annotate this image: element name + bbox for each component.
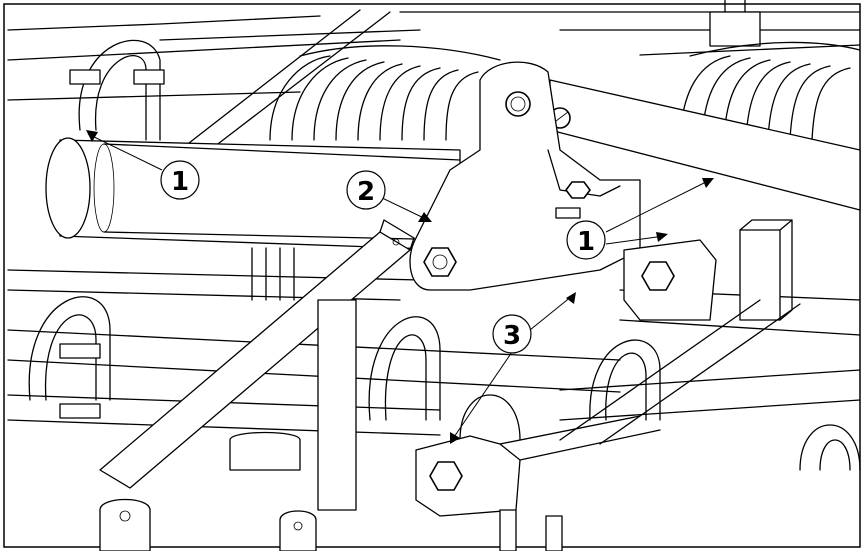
callout-2: 2: [346, 170, 386, 210]
lower-bracket: [415, 299, 801, 517]
vertical-posts: [99, 299, 563, 551]
callout-3: 3: [492, 314, 532, 354]
callout-label: 3: [503, 321, 521, 351]
right-pivot-block: [623, 219, 793, 321]
leader-lines: [86, 130, 714, 444]
callout-1-left: 1: [160, 160, 200, 200]
spring-coils-right: [679, 41, 861, 141]
spring-coils-left: [251, 45, 501, 301]
background-structure: [7, 0, 861, 436]
long-diagonal-bar: [99, 219, 415, 489]
callout-label: 1: [577, 227, 595, 257]
u-bolt-clamps: [28, 39, 861, 471]
callout-1-right: 1: [566, 220, 606, 260]
main-tube: [45, 137, 461, 251]
callout-label: 1: [171, 167, 189, 197]
callout-label: 2: [357, 177, 375, 207]
